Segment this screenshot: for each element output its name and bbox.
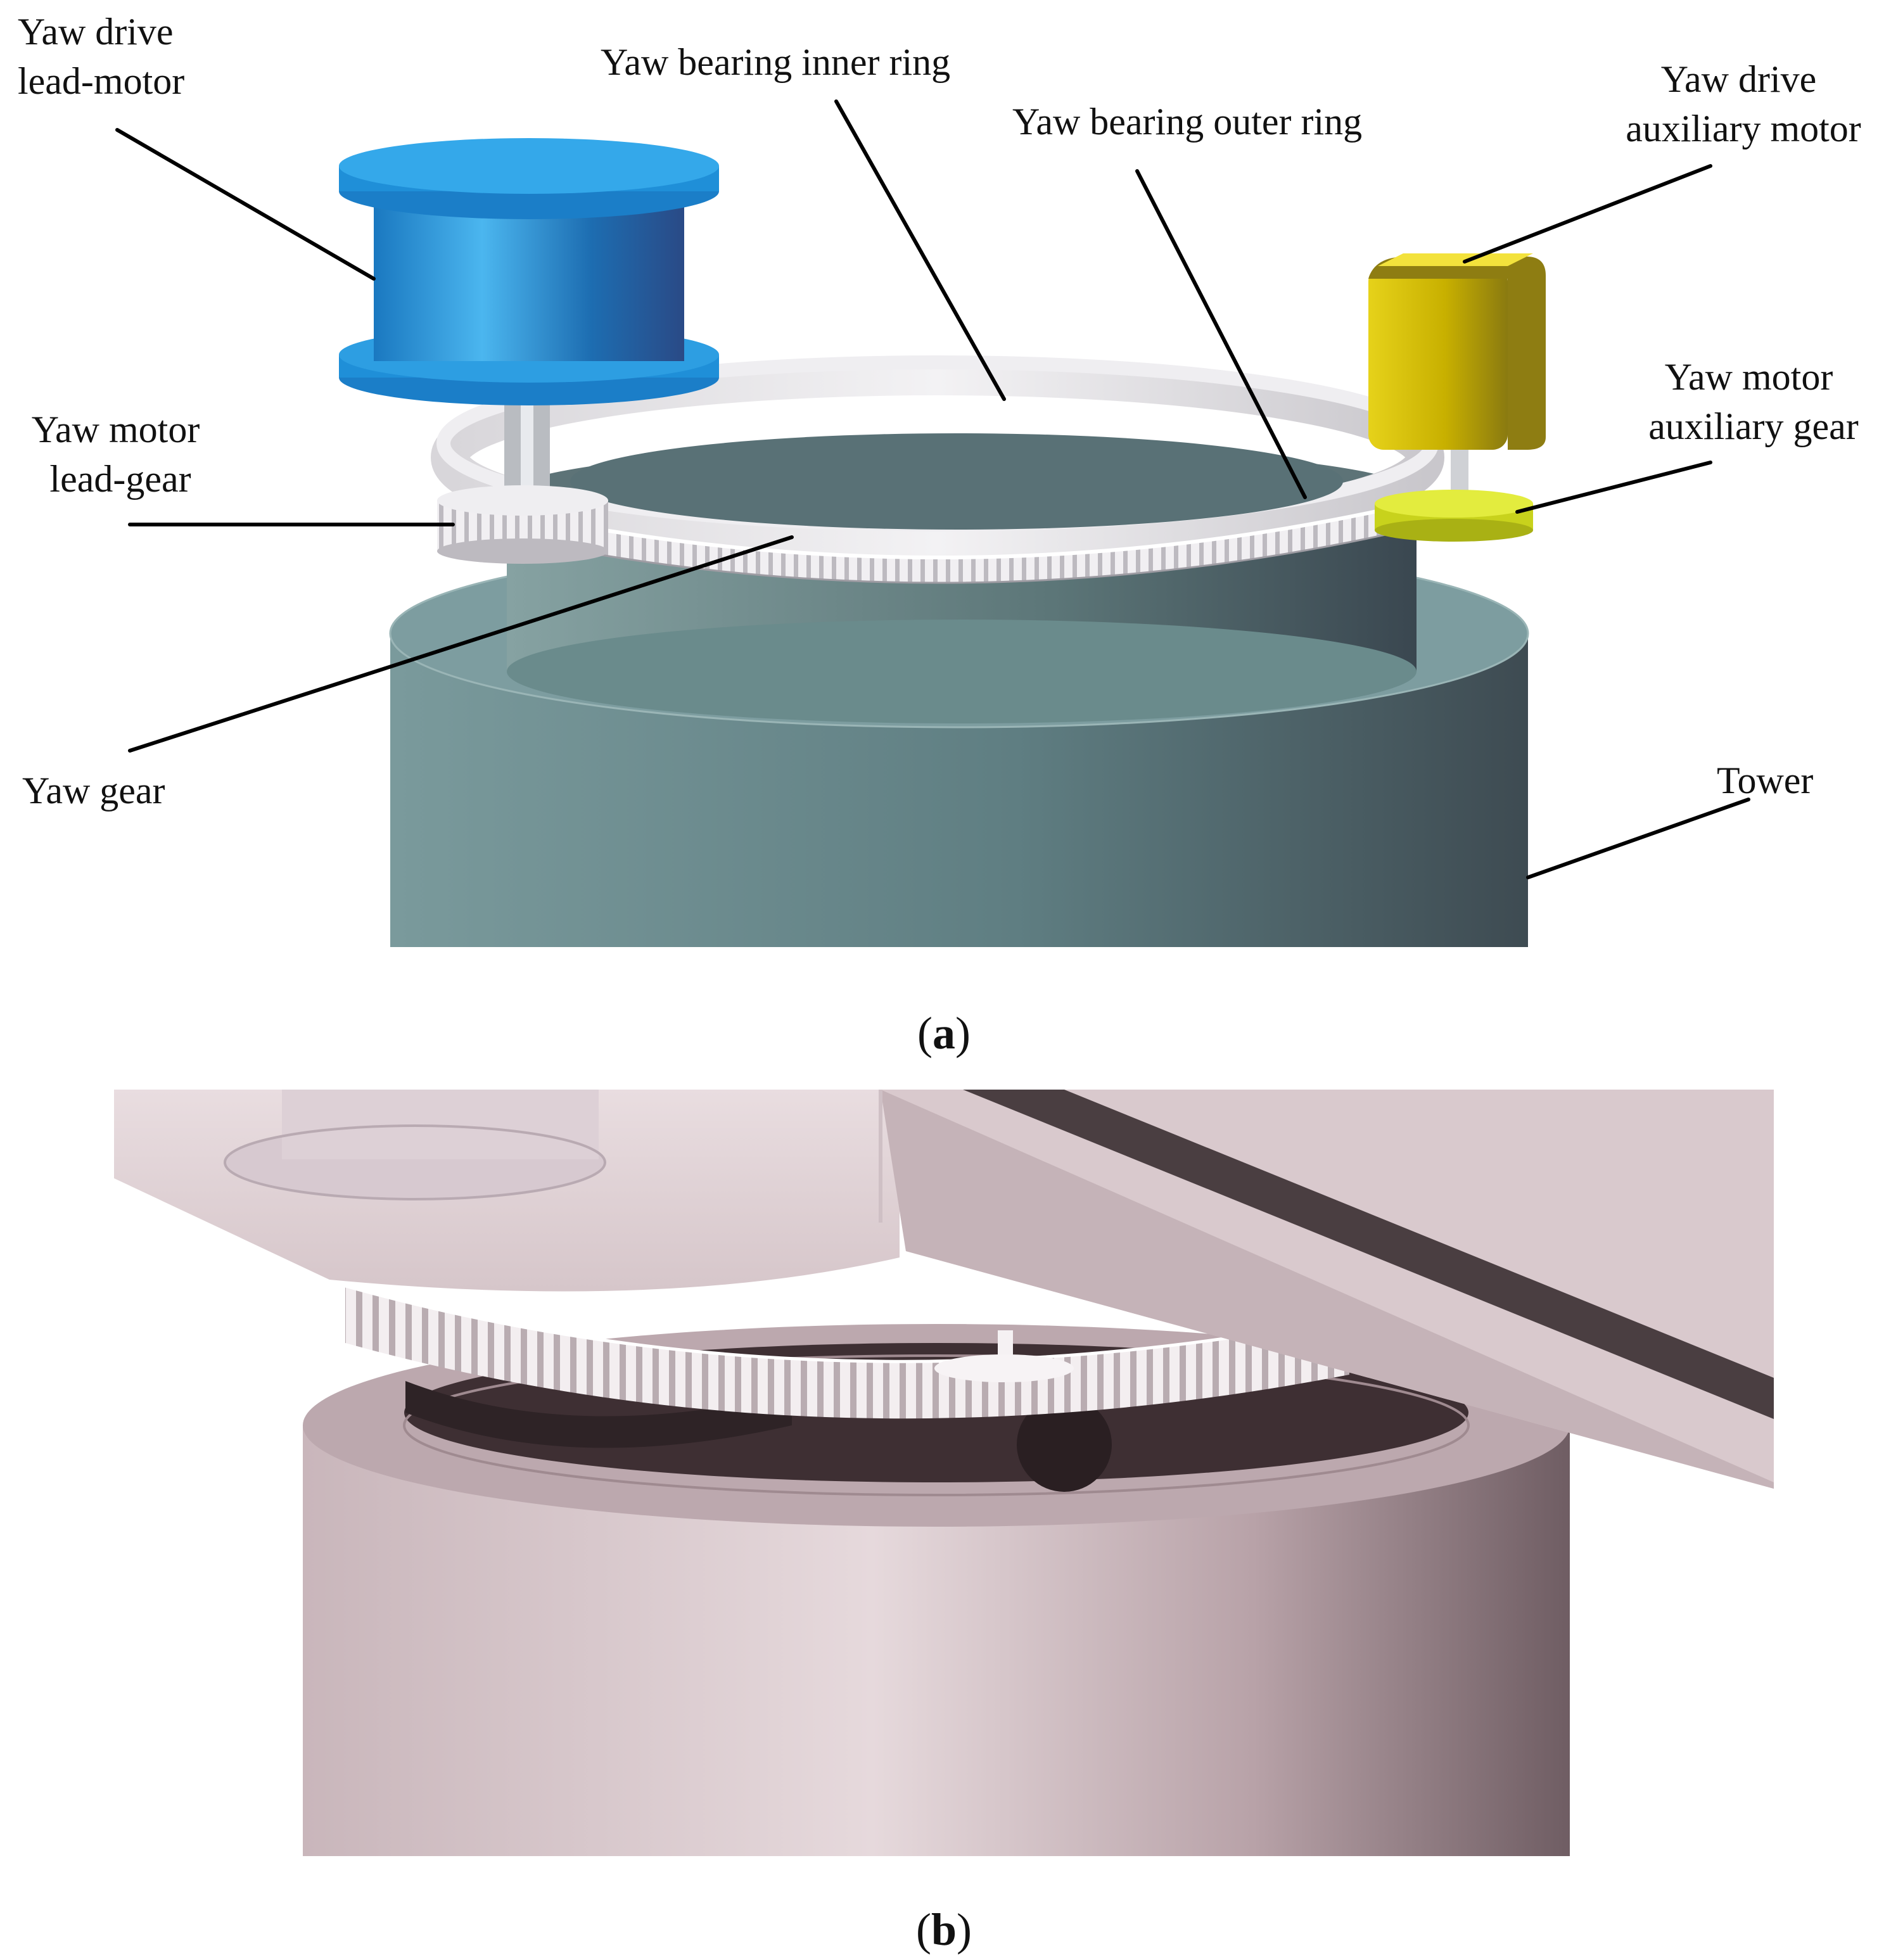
label-lead-motor: Yaw drive lead-motor — [18, 11, 184, 102]
label-aux-motor: Yaw drive auxiliary motor — [1626, 58, 1861, 150]
label-outer-ring: Yaw bearing outer ring — [1012, 101, 1362, 143]
label-yaw-gear: Yaw gear — [22, 770, 165, 811]
caption-a: (a) — [917, 1008, 971, 1059]
labels-a: Yaw drive lead-motor Yaw bearing inner r… — [18, 11, 1861, 811]
caption-b: (b) — [916, 1904, 972, 1955]
label-tower: Tower — [1717, 760, 1813, 801]
yaw-motor-lead-gear — [437, 485, 608, 564]
panel-a: Yaw drive lead-motor Yaw bearing inner r… — [18, 11, 1861, 1059]
leader-inner-ring — [834, 99, 1006, 401]
leader-lines-a — [115, 99, 1750, 879]
yaw-motor-gear-b — [934, 1330, 1074, 1397]
yaw-gear-b — [345, 1284, 1350, 1419]
yaw-bearing-a — [431, 355, 1444, 584]
label-lead-gear: Yaw motor lead-gear — [32, 409, 210, 500]
leader-yaw-gear — [128, 535, 794, 753]
yaw-drive-auxiliary-motor — [1368, 253, 1546, 510]
yaw-motor-auxiliary-gear — [1375, 490, 1533, 542]
yaw-drive-lead-motor — [339, 138, 719, 516]
label-aux-gear: Yaw motor auxiliary gear — [1648, 356, 1859, 447]
label-inner-ring: Yaw bearing inner ring — [601, 41, 950, 83]
panel-b: (b) — [114, 1090, 1774, 1955]
leader-tower — [1526, 798, 1750, 879]
leader-aux-motor — [1463, 164, 1712, 264]
leader-lead-motor — [115, 128, 376, 281]
leader-aux-gear — [1515, 461, 1712, 514]
nacelle-b — [114, 1090, 1774, 1489]
leader-outer-ring — [1135, 169, 1307, 499]
